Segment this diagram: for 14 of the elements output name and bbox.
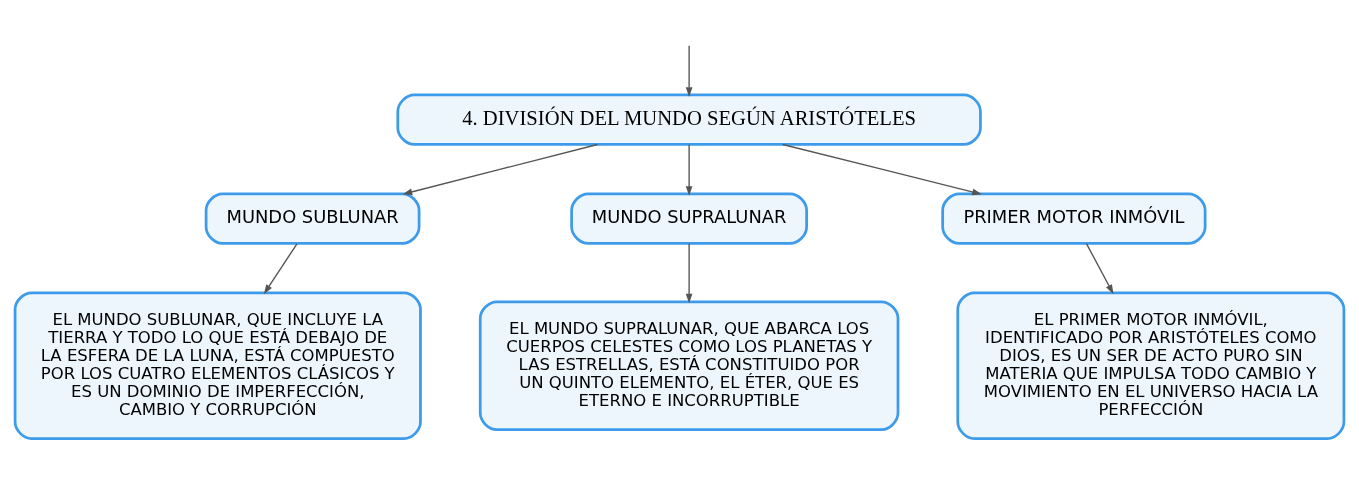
arrow [685,144,693,196]
arrow [402,143,599,196]
node-box: EL PRIMER MOTOR INMÓVIL, IDENTIFICADO POR ARISTÓTELES COMO DIOS, ES UN SER DE ACTO PURO SIN MATERIA QUE IMPULSA TODO CAMBIO Y MOVIMIENTO EN EL UNIVERSO HACIA LA PERFECCIÓN [956,291,1346,440]
node-box: MUNDO SUPRALUNAR [570,192,808,245]
arrow [263,243,298,295]
node-box: 4. DIVISIÓN DEL MUNDO SEGÚN ARISTÓTELES [396,93,982,146]
node-box: MUNDO SUBLUNAR [204,192,421,245]
node-box: PRIMER MOTOR INMÓVIL [941,192,1207,245]
node-box: EL MUNDO SUBLUNAR, QUE INCLUYE LA TIERRA Y TODO LO QUE ESTÁ DEBAJO DE LA ESFERA DE LA LUNA, ESTÁ COMPUESTO POR LOS CUATRO ELEMENTOS CLÁSICOS Y ES UN DOMINIO DE IMPERFECCIÓN, CAMBIO Y CORRUPCIÓN [13,291,422,440]
arrow [1085,243,1114,295]
arrow [782,143,982,196]
arrow [685,45,693,97]
arrow [685,243,693,304]
node-box: EL MUNDO SUPRALUNAR, QUE ABARCA LOS CUERPOS CELESTES COMO LOS PLANETAS Y LAS ESTRELLAS, ESTÁ CONSTITUIDO POR UN QUINTO ELEMENTO, EL ÉTER, QUE ES ETERNO E INCORRUPTIBLE [478,300,900,431]
